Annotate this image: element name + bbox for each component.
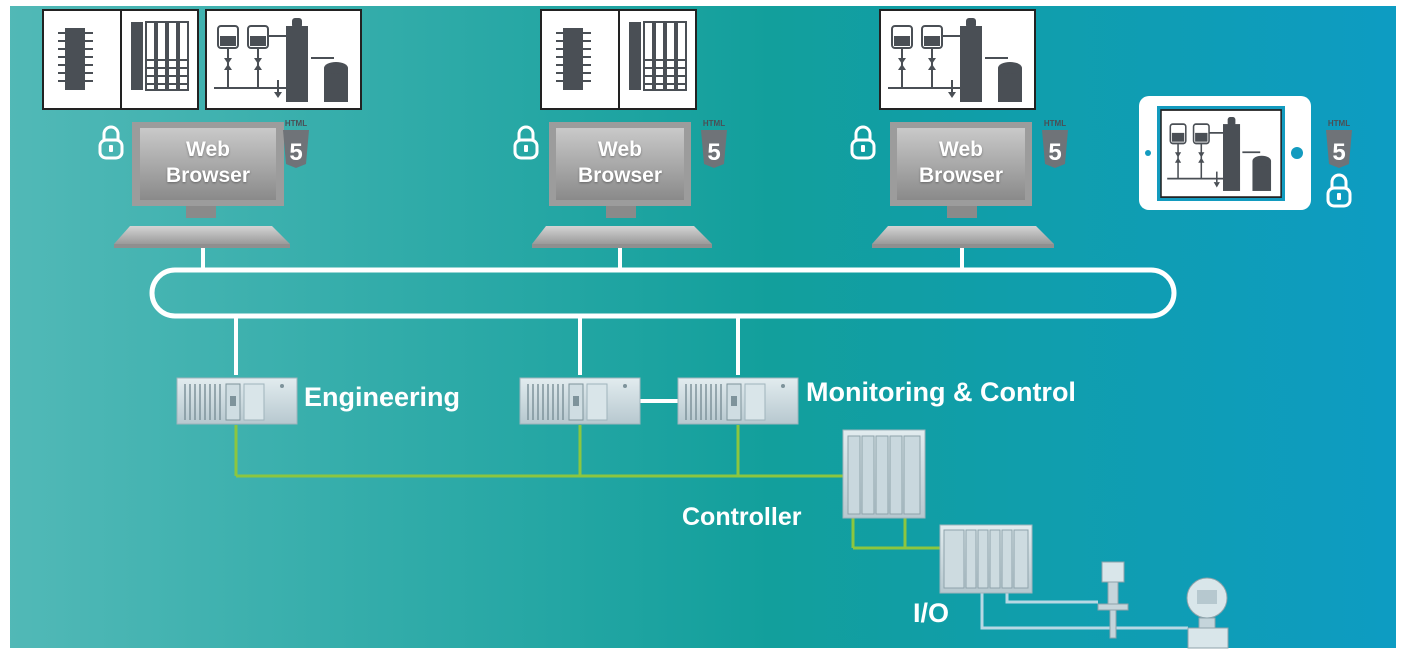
svg-text:5: 5 [1332, 139, 1345, 166]
monitor-3-line2: Browser [918, 164, 1004, 187]
svg-text:HTML: HTML [1044, 119, 1066, 128]
server-icon-2 [519, 377, 641, 425]
monitor-2-text: Web Browser [556, 137, 684, 189]
sensor-icon [1097, 561, 1129, 639]
process-graphic-2 [879, 9, 1036, 110]
monitor-icon-1 [114, 122, 290, 248]
network-bus [149, 267, 1177, 319]
io-label: I/O [913, 598, 950, 628]
monitor-icon-2 [532, 122, 712, 248]
controller-icon [842, 429, 926, 519]
html5-icon: HTML 5 [283, 119, 309, 168]
tablet-icon [1139, 96, 1311, 210]
monitor-3-text: Web Browser [897, 137, 1025, 189]
monitor-1-text: Web Browser [140, 137, 276, 189]
svg-text:5: 5 [707, 139, 720, 166]
process-graphic-1 [205, 9, 362, 110]
server-icon-engineering [176, 377, 298, 425]
svg-text:5: 5 [1048, 139, 1061, 166]
io-module-icon [939, 524, 1033, 594]
monitoring-control-label: Monitoring & Control [806, 377, 1076, 407]
lock-icons [98, 125, 1352, 208]
monitor-2-line1: Web [598, 138, 642, 161]
monitor-1-line1: Web [186, 138, 230, 161]
svg-text:HTML: HTML [1328, 119, 1350, 128]
transmitter-icon [1186, 577, 1229, 649]
svg-text:5: 5 [289, 139, 302, 166]
engineering-label: Engineering [304, 382, 461, 412]
controller-label: Controller [682, 503, 802, 531]
faceplate-panel-2 [540, 9, 697, 110]
monitor-3-line1: Web [939, 138, 983, 161]
plant-bus [234, 425, 940, 550]
monitor-2-line2: Browser [577, 164, 663, 187]
svg-text:HTML: HTML [703, 119, 725, 128]
server-icon-3 [677, 377, 799, 425]
svg-text:HTML: HTML [285, 119, 307, 128]
faceplate-panel-1 [42, 9, 199, 110]
monitor-1-line2: Browser [165, 164, 251, 187]
monitor-icon-3 [872, 122, 1054, 248]
